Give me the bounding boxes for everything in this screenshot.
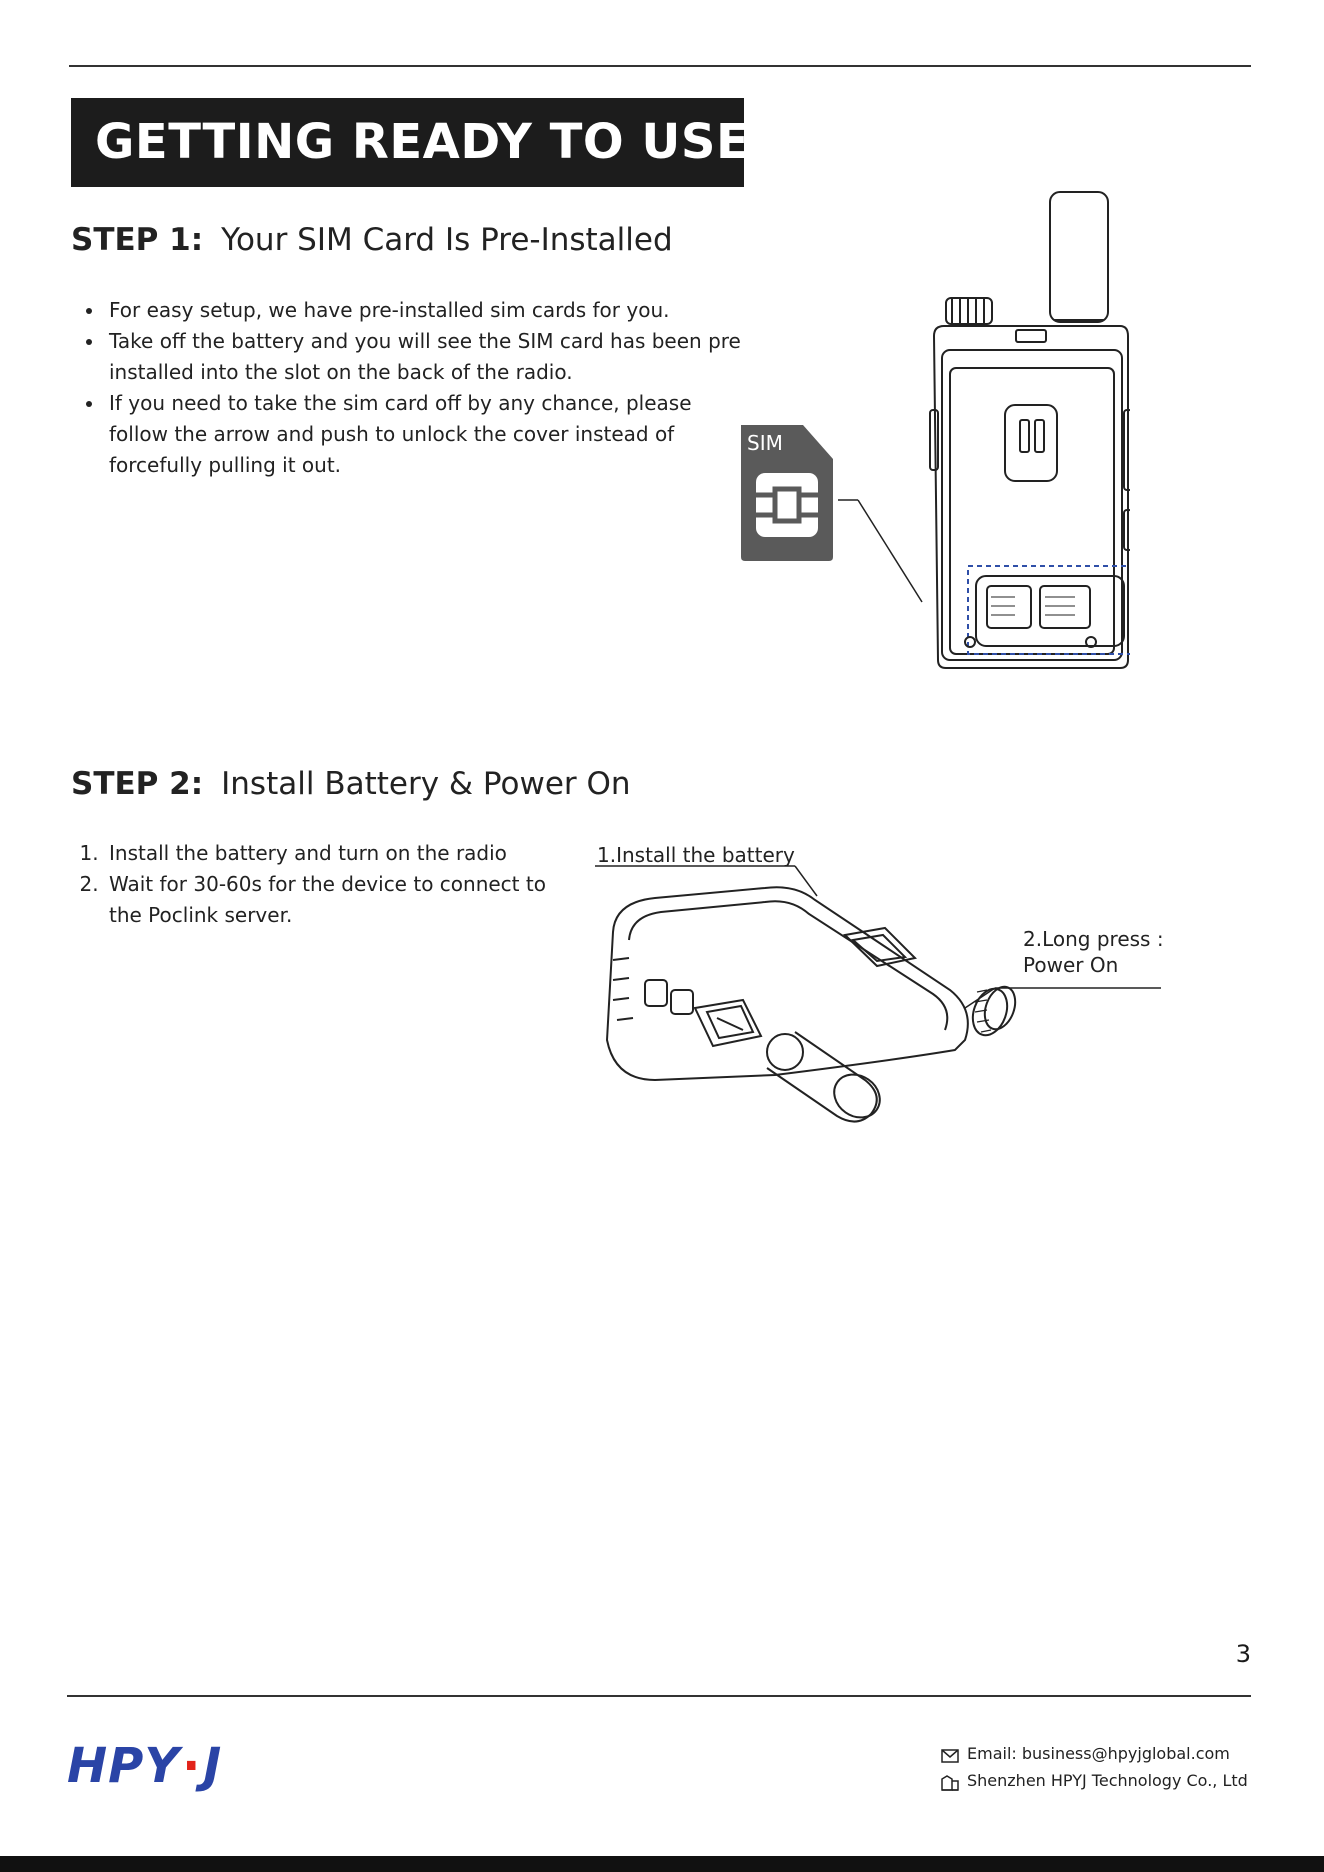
logo-text-left: HPY [67, 1738, 181, 1794]
step2-title: Install Battery & Power On [221, 766, 631, 802]
building-icon [941, 1774, 959, 1791]
callout-long-press: 2.Long press : [1023, 927, 1164, 951]
mail-icon [941, 1748, 959, 1763]
page-number: 3 [1235, 1640, 1251, 1668]
callout-power-on: Power On [1023, 953, 1119, 977]
list-item: Wait for 30-60s for the device to connec… [105, 869, 575, 931]
bottom-rule [67, 1695, 1251, 1697]
sim-label: SIM [747, 431, 783, 455]
list-item: For easy setup, we have pre-installed si… [105, 295, 745, 326]
step1-heading: STEP 1: Your SIM Card Is Pre-Installed [71, 222, 673, 258]
step2-heading: STEP 2: Install Battery & Power On [71, 766, 631, 802]
company-logo: HPY·J [67, 1738, 222, 1794]
sim-card-illustration: SIM [737, 423, 837, 563]
contact-email-row: Email: business@hpyjglobal.com [941, 1744, 1230, 1763]
list-item: Install the battery and turn on the radi… [105, 838, 575, 869]
radio-battery-illustration [595, 840, 1165, 1140]
top-rule [69, 65, 1251, 67]
step1-bullet-list: For easy setup, we have pre-installed si… [71, 295, 745, 481]
radio-back-illustration [830, 190, 1133, 670]
step2-number: STEP 2: [71, 766, 204, 802]
callout-install-battery: 1.Install the battery [597, 843, 795, 867]
list-item: Take off the battery and you will see th… [105, 326, 745, 388]
bottom-bar [0, 1856, 1324, 1872]
contact-company: Shenzhen HPYJ Technology Co., Ltd [967, 1771, 1248, 1790]
page-title: GETTING READY TO USE [71, 98, 749, 187]
step1-number: STEP 1: [71, 222, 204, 258]
logo-text-right: J [203, 1738, 223, 1794]
step2-numbered-list: Install the battery and turn on the radi… [71, 838, 575, 931]
logo-dot: · [182, 1738, 202, 1794]
step1-title: Your SIM Card Is Pre-Installed [221, 222, 673, 258]
contact-company-row: Shenzhen HPYJ Technology Co., Ltd [941, 1771, 1248, 1791]
contact-email: Email: business@hpyjglobal.com [967, 1744, 1230, 1763]
list-item: If you need to take the sim card off by … [105, 388, 745, 481]
